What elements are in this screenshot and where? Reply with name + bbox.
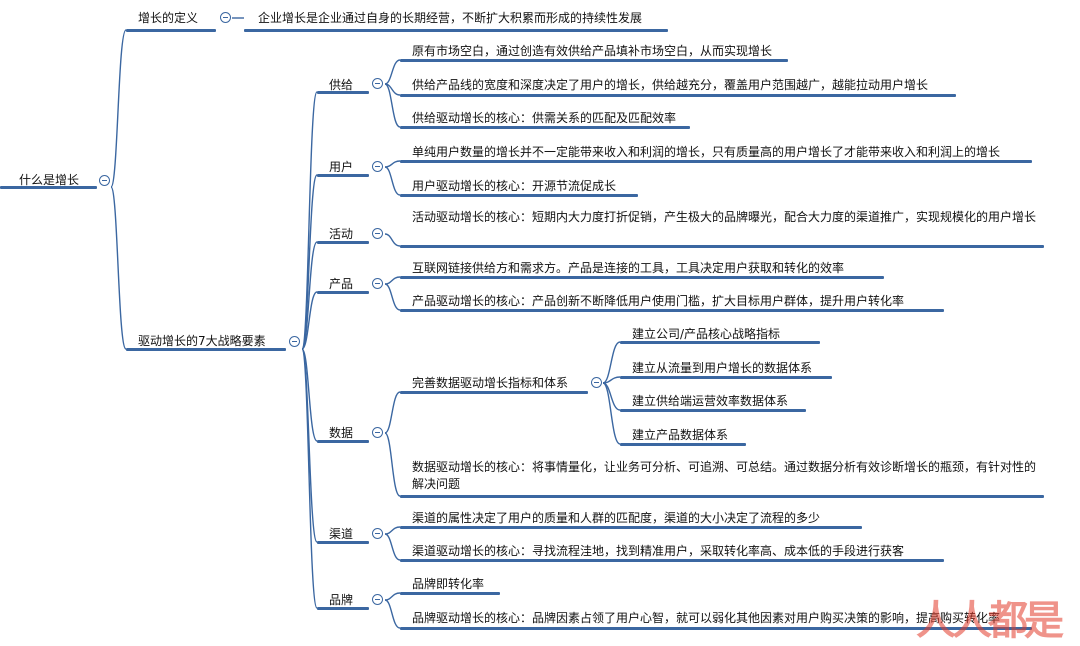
collapse-icon[interactable] [372,228,383,239]
brand-item-2: 品牌驱动增长的核心：品牌因素占领了用户心智，就可以弱化其他因素对用户购买决策的影… [412,611,1001,625]
brand-underline [317,607,369,610]
collapse-icon[interactable] [372,528,383,539]
data-system-item-3-underline [620,409,806,412]
supply-node: 供给 [329,78,354,92]
user-node: 用户 [329,160,354,174]
watermark-logo: 人人都是 [916,588,1064,646]
collapse-icon[interactable] [372,278,383,289]
channel-item-2-underline [400,559,944,562]
data-system-item-3: 建立供给端运营效率数据体系 [632,394,789,408]
data-system-item-2-underline [620,376,832,379]
supply-item-3-underline [400,126,690,129]
channel-underline [317,541,369,544]
channel-item-1: 渠道的属性决定了用户的质量和人群的匹配度，渠道的大小决定了流程的多少 [412,511,821,525]
definition-text-underline [244,29,668,32]
channel-item-2: 渠道驱动增长的核心：寻找流程洼地，找到精准用户，采取转化率高、成本低的手段进行获… [412,544,905,558]
product-item-2: 产品驱动增长的核心：产品创新不断降低用户使用门槛，扩大目标用户群体，提升用户转化… [412,294,905,308]
definition-text: 企业增长是企业通过自身的长期经营，不断扩大积累而形成的持续性发展 [258,11,643,25]
supply-item-1: 原有市场空白，通过创造有效供给产品填补市场空白，从而实现增长 [412,44,773,58]
activity-item-1-underline [400,245,1044,248]
product-item-1-underline [400,276,884,279]
root-node: 什么是增长 [19,173,80,187]
brand-item-1: 品牌即转化率 [412,577,485,591]
product-node: 产品 [329,277,354,291]
user-item-2: 用户驱动增长的核心：开源节流促成长 [412,179,617,193]
definition-node: 增长的定义 [138,11,199,25]
user-underline [317,174,369,177]
supply-item-2: 供给产品线的宽度和深度决定了用户的增长，供给越充分，覆盖用户范围越广，越能拉动用… [412,78,929,92]
collapse-icon[interactable] [591,377,602,388]
data-system-node: 完善数据驱动增长指标和体系 [412,376,569,390]
data-system-item-2: 建立从流量到用户增长的数据体系 [632,361,813,375]
activity-item-1: 活动驱动增长的核心：短期内大力度打折促销，产生极大的品牌曝光，配合大力度的渠道推… [412,210,1037,224]
watermark-text: 人人都是 [916,598,1064,644]
brand-node: 品牌 [329,593,354,607]
drivers-underline [126,348,286,351]
data-node: 数据 [329,426,354,440]
data-system-underline [400,391,588,394]
channel-item-1-underline [400,526,862,529]
drivers-node: 驱动增长的7大战略要素 [138,334,266,348]
collapse-icon[interactable] [99,175,110,186]
collapse-icon[interactable] [372,78,383,89]
user-item-1-underline [400,160,1032,163]
data-underline [317,440,369,443]
product-underline [317,291,369,294]
data-system-item-1-underline [620,341,820,344]
data-system-item-4: 建立产品数据体系 [632,428,729,442]
root-underline [0,186,97,189]
user-item-1: 单纯用户数量的增长并不一定能带来收入和利润的增长，只有质量高的用户增长了才能带来… [412,145,1001,159]
data-system-item-4-underline [620,443,746,446]
supply-item-2-underline [400,94,956,97]
product-item-1: 互联网链接供给方和需求方。产品是连接的工具，工具决定用户获取和转化的效率 [412,261,845,275]
supply-item-3: 供给驱动增长的核心：供需关系的匹配及匹配效率 [412,111,677,125]
brand-item-1-underline [400,592,500,595]
collapse-icon[interactable] [220,12,231,23]
collapse-icon[interactable] [372,161,383,172]
supply-item-1-underline [400,59,788,62]
definition-underline [126,29,216,32]
collapse-icon[interactable] [289,336,300,347]
collapse-icon[interactable] [372,427,383,438]
channel-node: 渠道 [329,527,354,541]
activity-node: 活动 [329,227,354,241]
data-core: 数据驱动增长的核心：将事情量化，让业务可分析、可追溯、可总结。通过数据分析有效诊… [412,460,1037,491]
activity-underline [317,241,369,244]
user-item-2-underline [400,194,638,197]
data-core-underline [400,495,1044,498]
product-item-2-underline [400,309,944,312]
brand-item-2-underline [400,627,1032,630]
supply-underline [317,91,369,94]
collapse-icon[interactable] [372,594,383,605]
data-system-item-1: 建立公司/产品核心战略指标 [632,327,781,341]
